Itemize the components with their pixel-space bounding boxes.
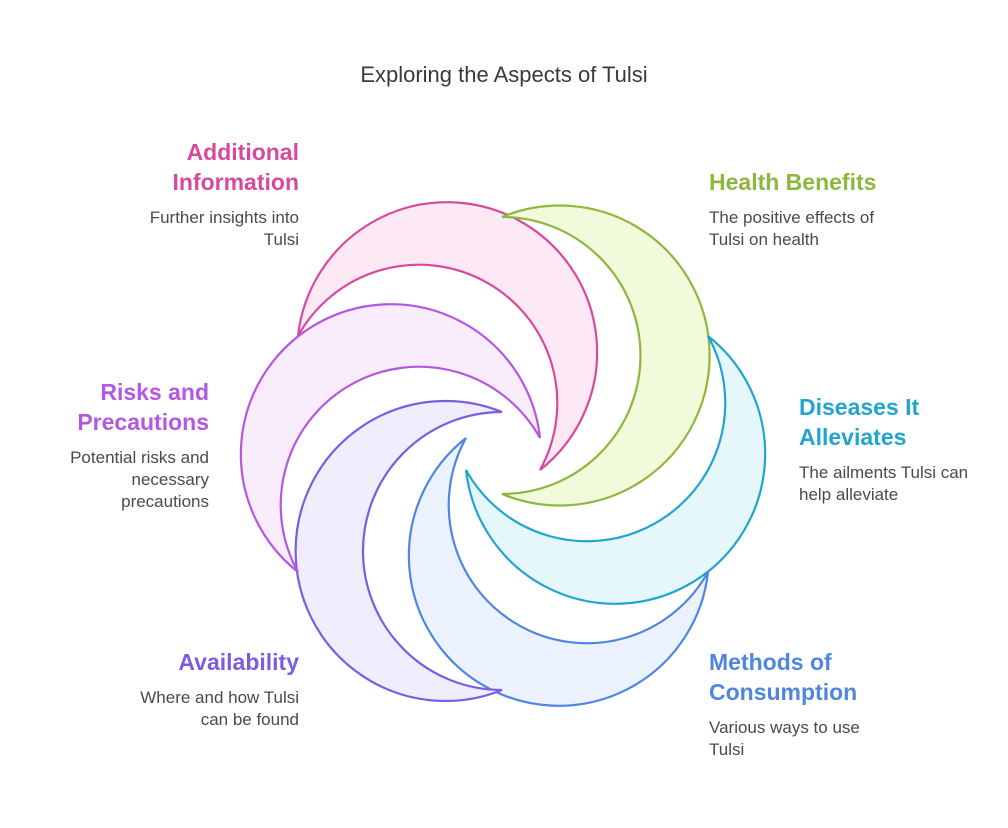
petal-health-benefits xyxy=(501,204,711,507)
description-risks-and-precautions: Potential risks and necessary precaution… xyxy=(70,448,209,511)
label-risks-and-precautions: Risks and Precautions Potential risks an… xyxy=(0,377,209,513)
heading-risks-and-precautions: Risks and Precautions xyxy=(77,379,209,435)
label-health-benefits: Health Benefits The positive effects of … xyxy=(709,167,969,251)
label-methods-of-consumption: Methods of Consumption Various ways to u… xyxy=(709,647,969,761)
heading-diseases-it-alleviates: Diseases It Alleviates xyxy=(799,394,920,450)
description-health-benefits: The positive effects of Tulsi on health xyxy=(709,208,875,249)
heading-availability: Availability xyxy=(178,649,299,675)
description-availability: Where and how Tulsi can be found xyxy=(140,688,299,729)
diagram-title: Exploring the Aspects of Tulsi xyxy=(360,62,648,87)
description-methods-of-consumption: Various ways to use Tulsi xyxy=(709,718,860,759)
description-diseases-it-alleviates: The ailments Tulsi can help alleviate xyxy=(799,463,969,504)
petal-risks-and-precautions xyxy=(239,303,542,573)
label-availability: Availability Where and how Tulsi can be … xyxy=(39,647,299,731)
heading-health-benefits: Health Benefits xyxy=(709,169,877,195)
label-additional-information: Additional Information Further insights … xyxy=(39,137,299,251)
heading-methods-of-consumption: Methods of Consumption xyxy=(709,649,858,705)
petal-availability xyxy=(294,399,503,703)
petal-diseases-it-alleviates xyxy=(464,335,767,605)
heading-additional-information: Additional Information xyxy=(172,139,300,195)
label-diseases-it-alleviates: Diseases It Alleviates The ailments Tuls… xyxy=(799,392,969,506)
petal-methods-of-consumption xyxy=(407,437,710,707)
petal-additional-information xyxy=(296,201,599,471)
description-additional-information: Further insights into Tulsi xyxy=(149,208,299,249)
